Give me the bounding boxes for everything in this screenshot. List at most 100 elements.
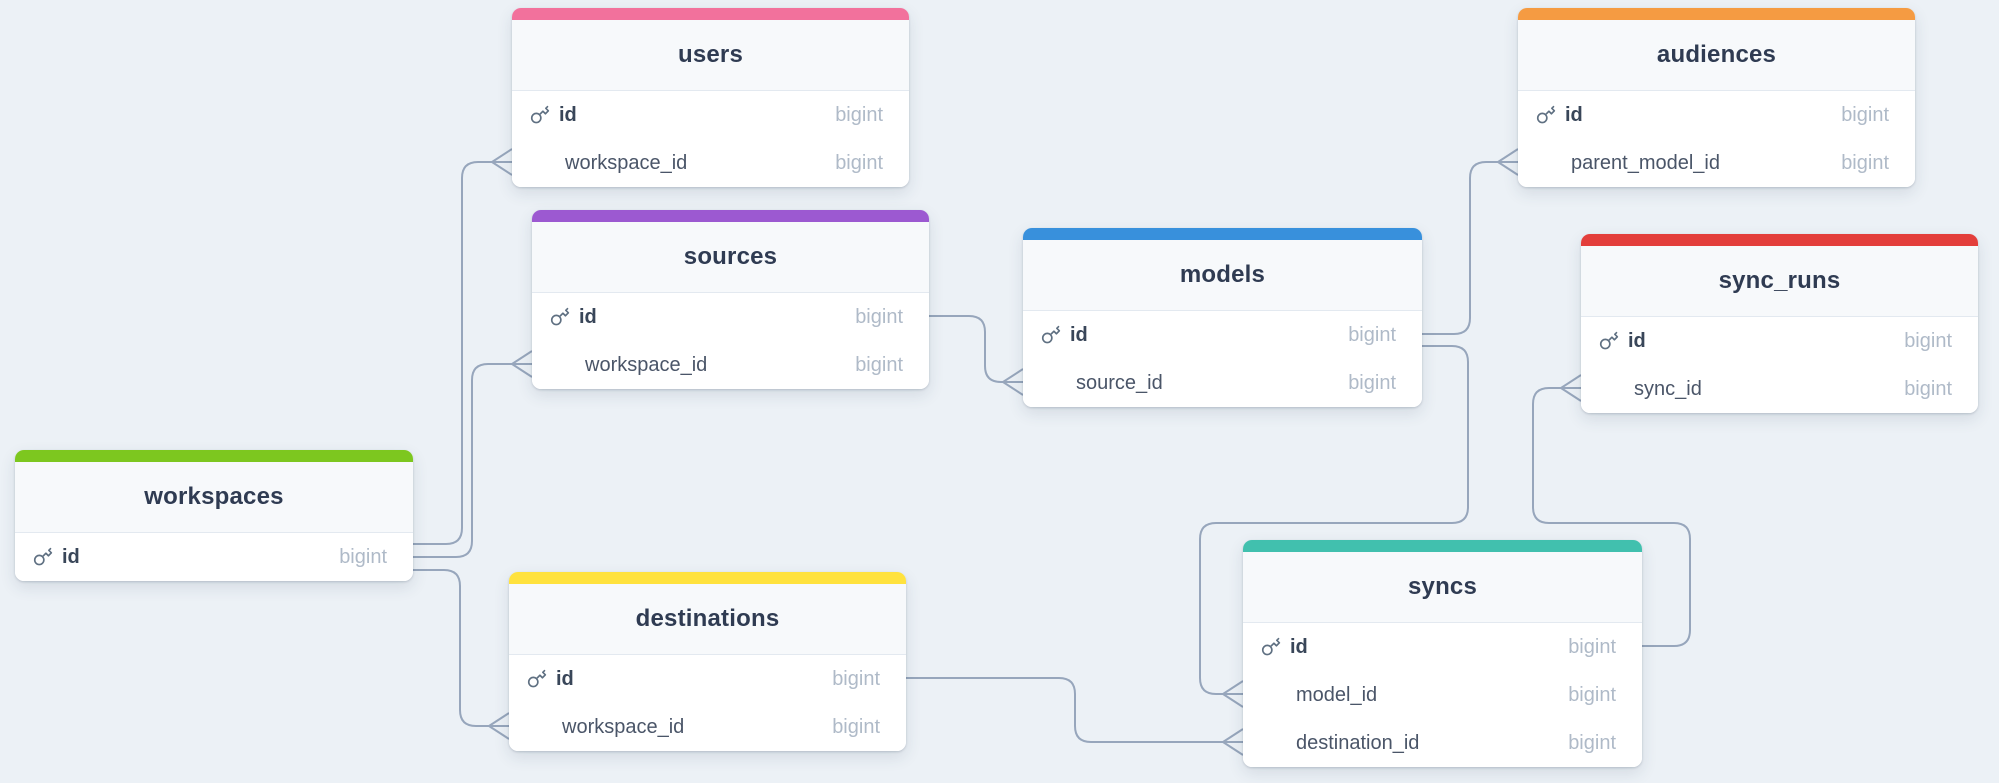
- relationship-edge[interactable]: [413, 569, 510, 740]
- entity-table-syncs[interactable]: syncs id bigint model_id bigint destinat…: [1243, 540, 1642, 767]
- column-row[interactable]: id bigint: [1518, 91, 1915, 139]
- table-columns: id bigint source_id bigint: [1023, 311, 1422, 407]
- relationship-edge[interactable]: [1532, 374, 1691, 647]
- column-type: bigint: [1348, 371, 1396, 394]
- column-name: id: [62, 545, 80, 568]
- column-row[interactable]: model_id bigint: [1243, 671, 1642, 719]
- relationship-path: [1532, 387, 1691, 647]
- column-name: destination_id: [1296, 731, 1420, 754]
- column-name: workspace_id: [585, 353, 708, 376]
- column-row[interactable]: id bigint: [512, 91, 909, 139]
- relationship-edge[interactable]: [1422, 148, 1519, 335]
- table-accent-bar: [1581, 234, 1978, 246]
- column-type: bigint: [832, 715, 880, 738]
- primary-key-icon: [530, 105, 550, 125]
- column-type: bigint: [1904, 329, 1952, 352]
- column-type: bigint: [1841, 151, 1889, 174]
- crow-foot-prong: [1002, 381, 1024, 396]
- column-name: id: [1290, 635, 1308, 658]
- crow-foot-prong: [1497, 161, 1519, 176]
- table-columns: id bigint workspace_id bigint: [509, 655, 906, 751]
- column-type: bigint: [1568, 635, 1616, 658]
- crow-foot-prong: [488, 725, 510, 740]
- column-type: bigint: [855, 353, 903, 376]
- relationship-edge[interactable]: [929, 315, 1024, 396]
- relationship-path: [413, 569, 489, 727]
- relationship-path: [413, 363, 512, 558]
- relationship-path: [929, 315, 1003, 383]
- column-name: id: [579, 305, 597, 328]
- column-type: bigint: [1348, 323, 1396, 346]
- column-row[interactable]: id bigint: [1581, 317, 1978, 365]
- crow-foot-prong: [1497, 148, 1519, 163]
- crow-foot-prong: [1222, 741, 1244, 756]
- crow-foot-prong: [1222, 693, 1244, 708]
- table-accent-bar: [509, 572, 906, 584]
- primary-key-icon: [527, 669, 547, 689]
- column-row[interactable]: source_id bigint: [1023, 359, 1422, 407]
- column-type: bigint: [855, 305, 903, 328]
- crow-foot-prong: [1560, 374, 1582, 389]
- relationship-path: [906, 677, 1223, 743]
- primary-key-icon: [1261, 637, 1281, 657]
- entity-table-workspaces[interactable]: workspaces id bigint: [15, 450, 413, 581]
- column-type: bigint: [835, 103, 883, 126]
- table-accent-bar: [15, 450, 413, 462]
- crow-foot-prong: [511, 350, 533, 365]
- entity-table-users[interactable]: users id bigint workspace_id bigint: [512, 8, 909, 187]
- entity-table-models[interactable]: models id bigint source_id bigint: [1023, 228, 1422, 407]
- column-row[interactable]: sync_id bigint: [1581, 365, 1978, 413]
- column-name: id: [1628, 329, 1646, 352]
- column-name: model_id: [1296, 683, 1378, 706]
- column-name: id: [1565, 103, 1583, 126]
- column-type: bigint: [339, 545, 387, 568]
- entity-table-destinations[interactable]: destinations id bigint workspace_id bigi…: [509, 572, 906, 751]
- entity-table-audiences[interactable]: audiences id bigint parent_model_id bigi…: [1518, 8, 1915, 187]
- column-type: bigint: [832, 667, 880, 690]
- table-title: workspaces: [15, 462, 413, 533]
- column-row[interactable]: id bigint: [15, 533, 413, 581]
- primary-key-icon: [1599, 331, 1619, 351]
- column-row[interactable]: id bigint: [532, 293, 929, 341]
- relationship-edge[interactable]: [906, 677, 1244, 756]
- relationship-edge[interactable]: [1199, 345, 1469, 708]
- table-columns: id bigint workspace_id bigint: [532, 293, 929, 389]
- column-name: id: [556, 667, 574, 690]
- column-row[interactable]: parent_model_id bigint: [1518, 139, 1915, 187]
- column-name: workspace_id: [565, 151, 688, 174]
- primary-key-icon: [1041, 325, 1061, 345]
- column-row[interactable]: destination_id bigint: [1243, 719, 1642, 767]
- column-row[interactable]: workspace_id bigint: [532, 341, 929, 389]
- entity-table-sync_runs[interactable]: sync_runs id bigint sync_id bigint: [1581, 234, 1978, 413]
- column-row[interactable]: workspace_id bigint: [512, 139, 909, 187]
- column-row[interactable]: workspace_id bigint: [509, 703, 906, 751]
- crow-foot-prong: [491, 148, 513, 163]
- column-type: bigint: [1568, 731, 1616, 754]
- crow-foot-prong: [488, 712, 510, 727]
- column-row[interactable]: id bigint: [1243, 623, 1642, 671]
- table-title: models: [1023, 240, 1422, 311]
- table-title: users: [512, 20, 909, 91]
- relationship-path: [1199, 345, 1469, 695]
- primary-key-icon: [550, 307, 570, 327]
- table-title: audiences: [1518, 20, 1915, 91]
- table-columns: id bigint workspace_id bigint: [512, 91, 909, 187]
- table-columns: id bigint: [15, 533, 413, 581]
- column-type: bigint: [835, 151, 883, 174]
- crow-foot-prong: [1222, 728, 1244, 743]
- relationship-edge[interactable]: [413, 350, 533, 558]
- table-accent-bar: [1518, 8, 1915, 20]
- column-name: workspace_id: [562, 715, 685, 738]
- table-title: sync_runs: [1581, 246, 1978, 317]
- column-row[interactable]: id bigint: [509, 655, 906, 703]
- table-title: syncs: [1243, 552, 1642, 623]
- column-row[interactable]: id bigint: [1023, 311, 1422, 359]
- crow-foot-prong: [1560, 387, 1582, 402]
- primary-key-icon: [1536, 105, 1556, 125]
- relationship-edge[interactable]: [413, 148, 513, 545]
- table-title: destinations: [509, 584, 906, 655]
- crow-foot-prong: [1002, 368, 1024, 383]
- entity-table-sources[interactable]: sources id bigint workspace_id bigint: [532, 210, 929, 389]
